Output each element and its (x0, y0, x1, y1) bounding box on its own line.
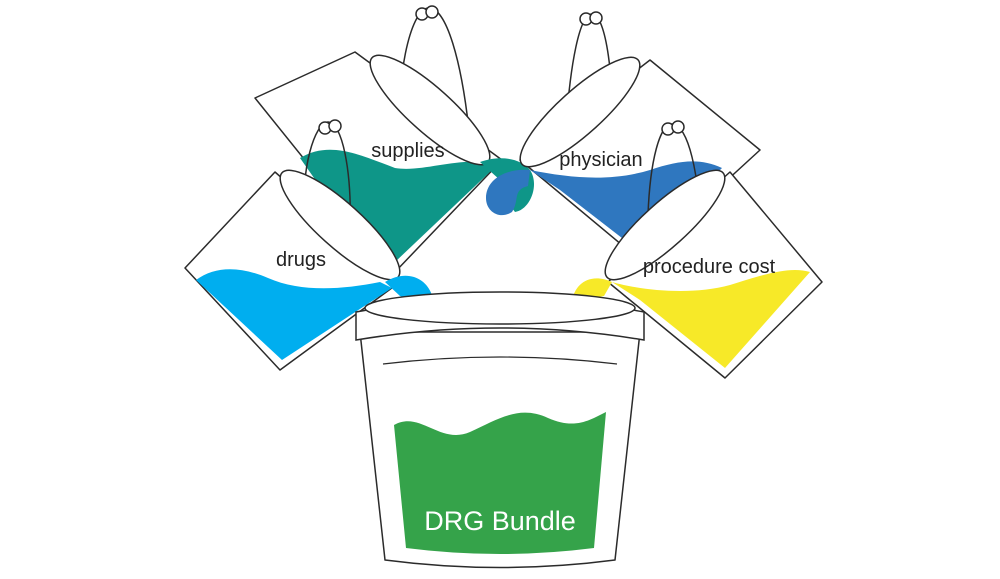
drg-bundle-liquid (394, 412, 606, 554)
drugs-bucket (184, 119, 435, 371)
drugs-label: drugs (276, 249, 326, 271)
procedure-cost-bucket (571, 120, 823, 379)
supplies-label: supplies (371, 140, 444, 162)
drg-bundle-bucket (355, 291, 645, 569)
physician-liquid (530, 161, 722, 252)
procedure-cost-liquid (612, 269, 810, 368)
physician-bucket (486, 11, 761, 261)
physician-label: physician (559, 149, 642, 171)
drugs-liquid (196, 269, 392, 360)
drg-bundle-label: DRG Bundle (424, 506, 576, 536)
physician-pour (486, 169, 530, 216)
procedure-cost-label: procedure cost (643, 256, 776, 278)
